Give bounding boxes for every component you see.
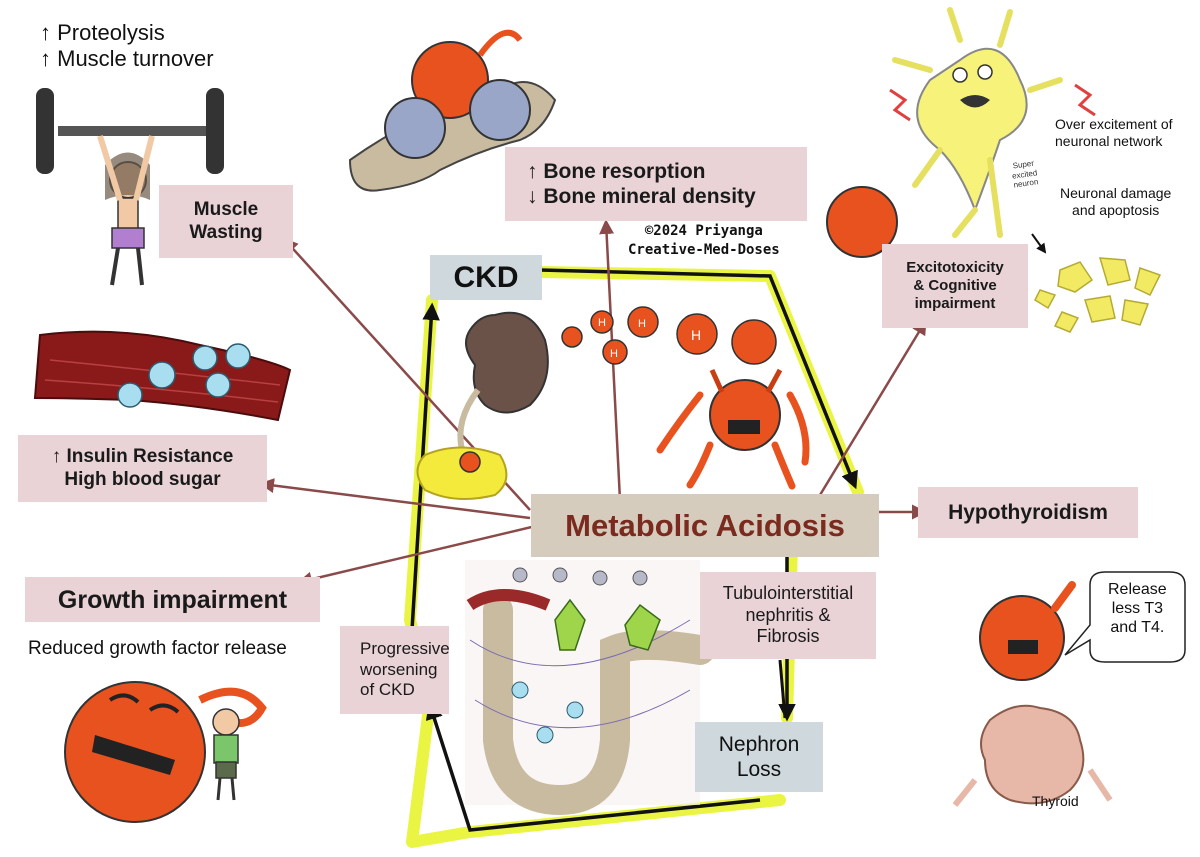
neuronal-damage-text: Neuronal damage and apoptosis xyxy=(1060,185,1171,219)
muscle-wasting-node: Muscle Wasting xyxy=(159,185,293,258)
hypothyroidism-node: Hypothyroidism xyxy=(918,487,1138,538)
h-ion-label-3: H xyxy=(638,318,646,330)
ckd-label: CKD xyxy=(453,260,519,294)
progressive-line-1: Progressive xyxy=(360,639,450,659)
thyroid-text: Thyroid xyxy=(1032,793,1079,810)
tubulo-line-2: nephritis & xyxy=(745,604,831,625)
child-icon xyxy=(212,708,240,801)
excitotoxicity-node: Excitotoxicity & Cognitive impairment xyxy=(882,244,1028,328)
barbell-person-icon xyxy=(36,88,224,286)
over-excitement-text: Over excitement of neuronal network xyxy=(1055,116,1173,150)
nephron-line-2: Loss xyxy=(736,758,782,781)
hydrogen-ion-icon xyxy=(561,306,777,365)
muscle-wasting-line-2: Wasting xyxy=(189,221,263,243)
neuronal-damage-line-2: and apoptosis xyxy=(1072,201,1160,218)
arrow-to-growth xyxy=(297,523,541,587)
neuronal-damage-line-1: Neuronal damage xyxy=(1060,185,1172,201)
super-excited-text: Super excited neuron xyxy=(1010,158,1039,190)
nephron-line-1: Nephron xyxy=(718,732,800,756)
excitotoxicity-line-3: impairment xyxy=(914,295,996,312)
progressive-ckd-node: Progressive worsening of CKD xyxy=(340,626,450,714)
growth-impairment-label: Growth impairment xyxy=(57,585,288,614)
release-line-3: and T4. xyxy=(1110,619,1165,637)
insulin-line-1: ↑ Insulin Resistance xyxy=(51,445,234,467)
h-ion-label-4: H xyxy=(691,327,701,343)
tubulointerstitial-node: Tubulointerstitial nephritis & Fibrosis xyxy=(700,572,876,659)
insulin-resistance-node: ↑ Insulin Resistance High blood sugar xyxy=(18,435,267,502)
proteolysis-label: ↑ Proteolysis xyxy=(40,20,165,45)
progressive-line-2: worsening xyxy=(360,659,438,679)
excited-neuron-icon xyxy=(826,7,1096,258)
h-ion-label-1: H xyxy=(598,317,606,329)
thyroid-label: Thyroid xyxy=(1032,793,1079,809)
bone-line-1: ↑ Bone resorption xyxy=(527,159,706,183)
muscle-turnover-label: ↑ Muscle turnover xyxy=(40,46,214,72)
thyroid-character-icon xyxy=(952,581,1113,807)
copyright-line-1: ©2024 Priyanga xyxy=(644,223,763,239)
growth-impairment-node: Growth impairment xyxy=(25,577,320,622)
tubulo-line-3: Fibrosis xyxy=(756,626,820,647)
reduced-growth-text: Reduced growth factor release xyxy=(28,638,287,661)
release-line-2: less T3 xyxy=(1111,600,1163,618)
bone-node: ↑ Bone resorption ↓ Bone mineral density xyxy=(505,147,807,221)
copyright-text: ©2024 Priyanga Creative-Med-Doses xyxy=(628,222,780,260)
copyright-line-2: Creative-Med-Doses xyxy=(628,241,780,258)
muscle-wasting-line-1: Muscle xyxy=(193,198,259,220)
hypothyroidism-label: Hypothyroidism xyxy=(948,500,1108,524)
bone-line-2: ↓ Bone mineral density xyxy=(527,185,756,208)
h-ion-label-2: H xyxy=(610,348,618,360)
metabolic-acidosis-label: Metabolic Acidosis xyxy=(565,507,845,543)
release-line-1: Release xyxy=(1108,581,1167,598)
tubulo-line-1: Tubulointerstitial xyxy=(722,583,854,604)
over-excitement-line-1: Over excitement of xyxy=(1055,116,1173,132)
nephron-tubule-icon xyxy=(465,560,715,816)
arrow-to-insulin xyxy=(259,478,531,520)
osteoclast-cartoon-icon xyxy=(348,29,557,192)
reduced-growth-label: Reduced growth factor release xyxy=(28,638,287,659)
speech-bubble-icon xyxy=(1064,571,1186,663)
neuron-fragments-icon xyxy=(1034,257,1162,333)
acid-monster-icon xyxy=(656,368,810,490)
muscle-fiber-icon xyxy=(33,330,292,422)
ckd-node: CKD xyxy=(430,255,542,300)
fat-cell-icon xyxy=(416,446,508,500)
insulin-line-2: High blood sugar xyxy=(64,468,221,490)
acid-ball-icon xyxy=(64,681,267,823)
metabolic-acidosis-node: Metabolic Acidosis xyxy=(531,494,879,557)
progressive-line-3: of CKD xyxy=(360,680,415,700)
excitotoxicity-line-2: & Cognitive xyxy=(913,277,997,294)
over-excitement-line-2: neuronal network xyxy=(1055,132,1163,149)
proteolysis-text: ↑ Proteolysis ↑ Muscle turnover xyxy=(40,20,214,73)
excitotoxicity-line-1: Excitotoxicity xyxy=(906,259,1004,276)
nephron-loss-node: Nephron Loss xyxy=(695,722,823,792)
release-bubble-text: Release less T3 and T4. xyxy=(1108,580,1167,638)
arrow-to-excitotoxicity xyxy=(818,319,927,496)
